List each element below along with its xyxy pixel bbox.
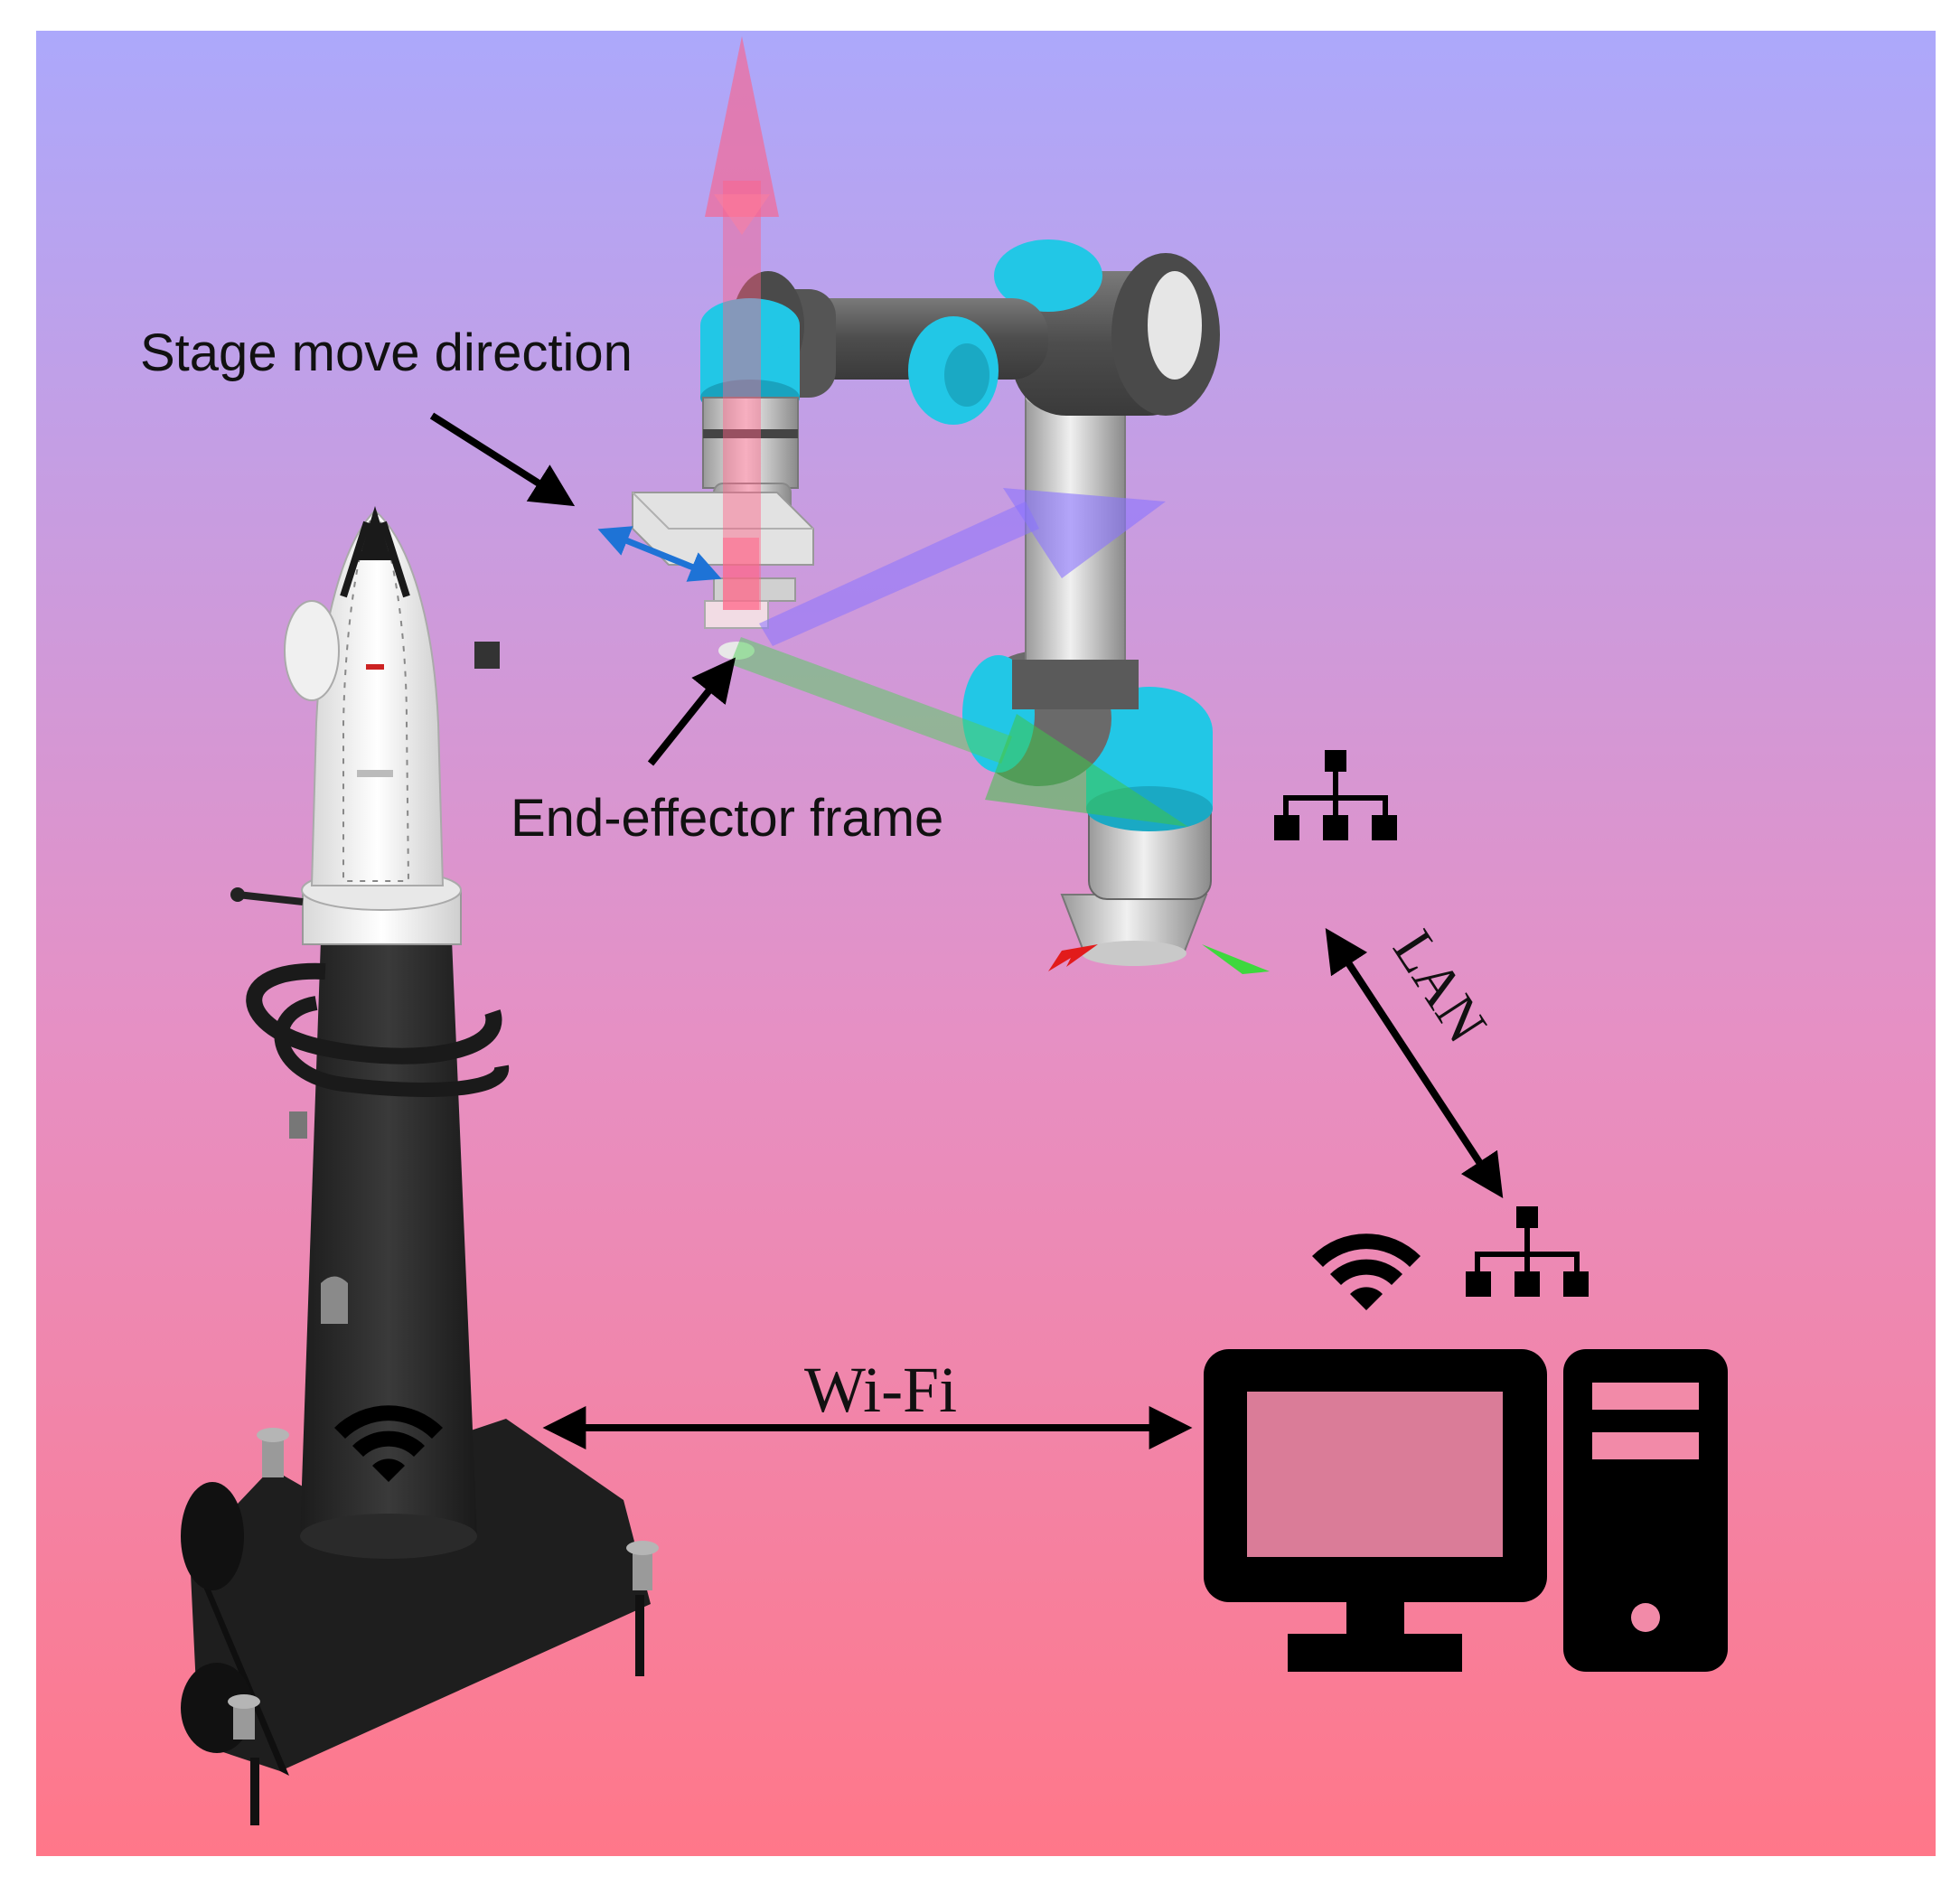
y-axis-shaft [759, 502, 1039, 646]
base-axes [1048, 944, 1270, 974]
end-effector-frame-label: End-effector frame [511, 789, 943, 848]
x-axis-shaft [730, 637, 1012, 764]
z-axis-shaft [723, 181, 761, 610]
wifi-icon-pc [1312, 1233, 1421, 1310]
laser-tracker [181, 506, 659, 1825]
robot-arm [632, 239, 1220, 966]
x-axis-head [985, 714, 1188, 827]
stage-label-arrow [429, 412, 576, 507]
pc-tower-icon [1563, 1349, 1728, 1672]
wifi-icon [334, 1405, 443, 1482]
lan-arrow [1325, 927, 1504, 1199]
network-icon-pc [1466, 1206, 1589, 1297]
network-icon [1274, 750, 1397, 840]
frame-label-arrow [647, 657, 736, 766]
stage-direction-arrow [597, 526, 722, 582]
stage-move-direction-label: Stage move direction [140, 324, 633, 382]
z-axis-head [705, 36, 779, 217]
monitor-icon [1204, 1349, 1547, 1672]
wifi-label: Wi-Fi [804, 1354, 957, 1426]
y-axis-head [1003, 488, 1166, 578]
end-effector-axes [705, 36, 1188, 827]
